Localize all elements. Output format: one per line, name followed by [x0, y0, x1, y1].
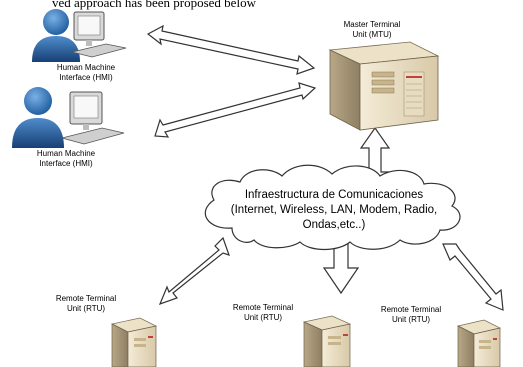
hmi-1-label-line2: Interface (HMI): [59, 73, 113, 82]
mtu-label-line2: Unit (MTU): [352, 30, 391, 39]
arrow-hmi1-mtu: [146, 24, 316, 75]
arrow-cloud-rtu1: [158, 236, 230, 306]
server-icon: [110, 317, 158, 367]
cloud-label-line3: Ondas,etc..): [303, 219, 366, 231]
mtu-label-line1: Master Terminal: [344, 20, 401, 29]
server-icon: [302, 315, 352, 367]
hmi-workstation-1: Human Machine Interface (HMI): [32, 9, 127, 82]
rtu-server-1: Remote Terminal Unit (RTU): [56, 294, 158, 367]
arrow-hmi2-mtu: [154, 82, 317, 138]
mtu-server: Master Terminal Unit (MTU): [328, 20, 440, 131]
rtu-1-label-line2: Unit (RTU): [67, 304, 105, 313]
hmi-2-label-line2: Interface (HMI): [39, 159, 93, 168]
user-icon: [32, 9, 80, 62]
hmi-workstation-2: Human Machine Interface (HMI): [12, 87, 125, 168]
rtu-3-label-line2: Unit (RTU): [392, 315, 430, 324]
rtu-3-label-line1: Remote Terminal: [381, 305, 442, 314]
hmi-1-label-line1: Human Machine: [57, 63, 116, 72]
rtu-2-label-line2: Unit (RTU): [244, 313, 282, 322]
server-icon: [456, 319, 502, 367]
cloud-label-line2: (Internet, Wireless, LAN, Modem, Radio,: [231, 204, 437, 216]
top-caption: ved approach has been proposed below: [52, 0, 257, 10]
rtu-server-2: Remote Terminal Unit (RTU): [233, 303, 352, 367]
user-icon: [12, 87, 64, 148]
rtu-1-label-line1: Remote Terminal: [56, 294, 117, 303]
arrow-cloud-rtu2: [322, 242, 360, 295]
cloud-shape: [204, 164, 461, 251]
arrow-cloud-rtu3: [442, 243, 504, 311]
rtu-server-3: Remote Terminal Unit (RTU): [381, 305, 502, 367]
cloud-label-line1: Infraestructura de Comunicaciones: [245, 189, 424, 201]
server-icon: [328, 41, 440, 131]
hmi-2-label-line1: Human Machine: [37, 149, 96, 158]
computer-icon: [71, 11, 127, 58]
rtu-2-label-line1: Remote Terminal: [233, 303, 294, 312]
computer-icon: [60, 91, 125, 145]
communications-cloud: Infraestructura de Comunicaciones (Inter…: [204, 164, 461, 251]
